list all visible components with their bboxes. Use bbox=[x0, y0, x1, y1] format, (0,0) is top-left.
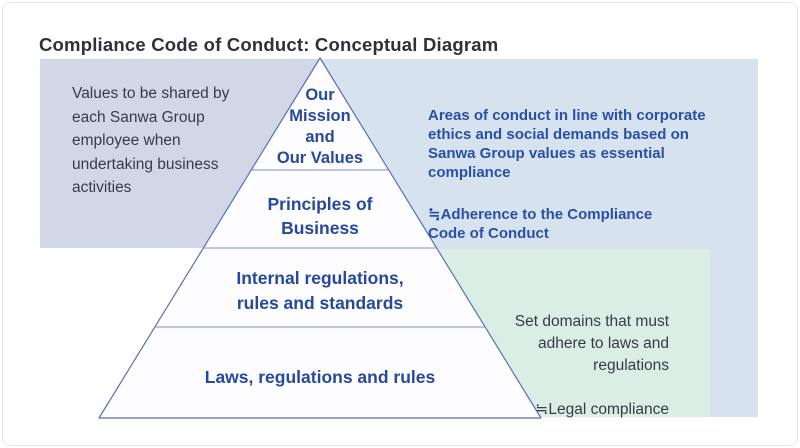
right-note-text: Areas of conduct in line with corporate … bbox=[428, 87, 768, 262]
pyramid-level-label-laws: Laws, regulations and rules bbox=[204, 367, 436, 387]
bottom-note-paragraph-2: ≒Legal compliance bbox=[535, 401, 669, 418]
bottom-note-text: Set domains that must adhere to laws and… bbox=[469, 289, 669, 443]
right-note-paragraph-1: Areas of conduct in line with corporate … bbox=[428, 107, 706, 181]
bottom-note-paragraph-1: Set domains that must adhere to laws and… bbox=[514, 313, 669, 374]
page-title: Compliance Code of Conduct: Conceptual D… bbox=[39, 34, 499, 56]
pyramid-level-label-internal-regulations: Internal regulations, rules and standard… bbox=[236, 268, 404, 313]
right-note-paragraph-2: ≒Adherence to the Compliance Code of Con… bbox=[428, 206, 653, 242]
pyramid-level-label-principles: Principles of Business bbox=[267, 194, 373, 238]
pyramid-level-label-mission-values: Our Mission and Our Values bbox=[276, 86, 364, 167]
